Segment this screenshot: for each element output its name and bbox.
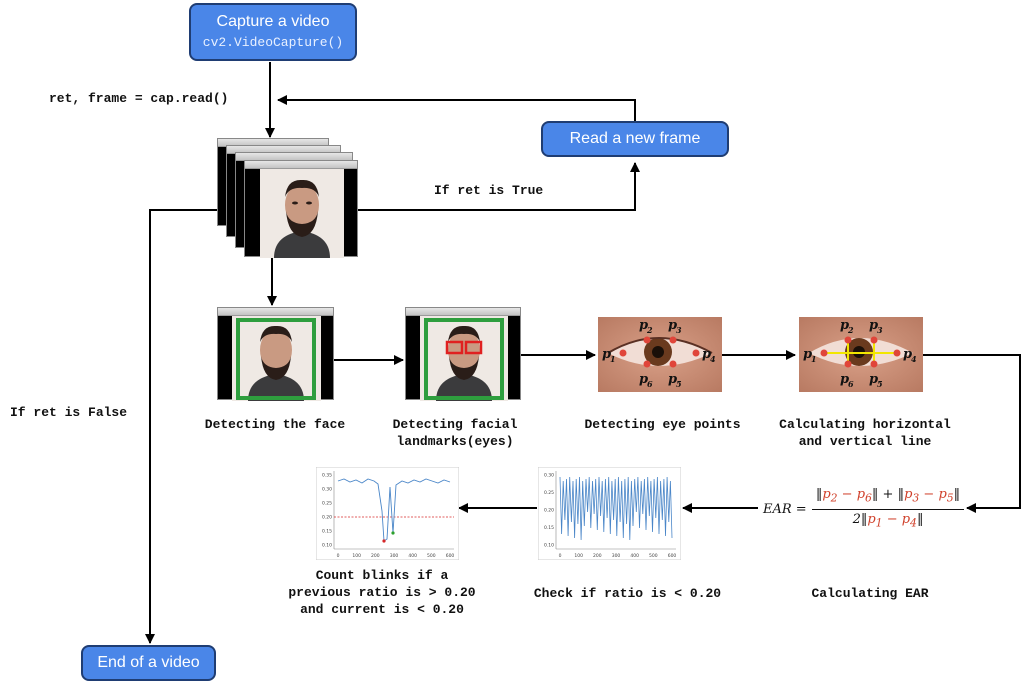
x-tick-label: 600	[446, 553, 455, 559]
x-tick-label: 0	[337, 553, 340, 559]
count-blinks-label-2: previous ratio is > 0.20	[288, 585, 476, 600]
eye-lines-photo: p1 p2 p3 p4 p5 p6	[799, 317, 923, 392]
svg-text:5: 5	[676, 379, 682, 389]
y-tick-label: 0.25	[322, 501, 332, 507]
eye-point-p4: p	[702, 347, 711, 362]
x-tick-label: 100	[574, 553, 583, 559]
landmark-detection-photo	[420, 316, 508, 401]
read-call-label: ret, frame = cap.read()	[49, 91, 229, 106]
svg-text:p: p	[903, 347, 912, 362]
eye-point-p2: p	[639, 318, 648, 333]
detect-landmarks-label-1: Detecting facial	[392, 417, 518, 432]
blink-point	[382, 539, 386, 543]
x-tick-label: 0	[559, 553, 562, 559]
svg-text:p: p	[869, 372, 878, 387]
ret-true-label: If ret is True	[434, 183, 544, 198]
x-tick-label: 200	[593, 553, 602, 559]
calc-lines-label-1: Calculating horizontal	[779, 417, 951, 432]
eye-point-p1: p	[602, 347, 611, 362]
blink-point	[391, 531, 395, 535]
y-tick-label: 0.10	[544, 543, 554, 549]
y-tick-label: 0.15	[544, 525, 554, 531]
end-of-video-box: End of a video	[81, 645, 216, 681]
y-tick-label: 0.20	[544, 508, 554, 514]
arrow-lines-to-ear	[923, 354, 1021, 513]
detect-face-label: Detecting the face	[204, 417, 346, 432]
x-tick-label: 300	[390, 553, 399, 559]
face-photo	[260, 169, 344, 258]
y-tick-label: 0.30	[544, 473, 554, 479]
arrow-frames-to-read	[357, 162, 640, 211]
svg-text:p: p	[840, 318, 849, 333]
y-tick-label: 0.30	[322, 487, 332, 493]
eye-point-p5: p	[668, 372, 677, 387]
x-tick-label: 100	[352, 553, 361, 559]
svg-text:4: 4	[710, 354, 716, 364]
y-tick-label: 0.10	[322, 543, 332, 549]
face-bounding-box	[236, 318, 316, 400]
svg-text:6: 6	[647, 379, 653, 389]
face-detection-photo	[232, 316, 321, 401]
eye-point-p3: p	[668, 318, 677, 333]
x-tick-label: 400	[408, 553, 417, 559]
svg-text:2: 2	[847, 325, 854, 335]
blink-count-chart: 0 100 200 300 400 500 600 0.35 0.30 0.25 0.20 0.15 0…	[316, 467, 459, 560]
ear-formula-fraction-line	[812, 509, 964, 510]
capture-video-title: Capture a video	[216, 13, 330, 30]
svg-text:1: 1	[610, 354, 616, 364]
eye-point-p6: p	[639, 372, 648, 387]
ear-signal-line	[559, 476, 673, 541]
ret-false-label: If ret is False	[10, 405, 128, 420]
eye-points-photo: p1 p2 p3 p4 p5 p6	[598, 317, 722, 392]
landmark-detection-window	[405, 307, 521, 401]
svg-text:3: 3	[877, 325, 883, 335]
y-tick-label: 0.15	[322, 529, 332, 535]
ear-signal-chart: 0 100 200 300 400 500 600 0.30 0.25 0.20 0.15 0.10	[538, 467, 681, 560]
right-eye-box	[464, 340, 483, 355]
face-bounding-box	[424, 318, 504, 400]
calc-lines-label-2: and vertical line	[798, 434, 932, 449]
left-eye-box	[445, 340, 464, 355]
capture-video-box: Capture a video cv2.VideoCapture()	[189, 3, 357, 61]
frame-window-front	[244, 160, 358, 258]
x-tick-label: 500	[649, 553, 658, 559]
blink-signal-line	[337, 478, 451, 542]
arrow-ret-false	[145, 209, 217, 644]
arrow-read-loop	[277, 95, 636, 123]
count-blinks-label-1: Count blinks if a	[315, 568, 449, 583]
detect-landmarks-label-2: landmarks(eyes)	[396, 434, 514, 449]
ear-formula-denominator: 2‖p1 − p4‖	[852, 512, 924, 530]
x-tick-label: 300	[612, 553, 621, 559]
calc-ear-label: Calculating EAR	[811, 586, 929, 601]
svg-text:6: 6	[848, 379, 854, 389]
svg-text:2: 2	[646, 325, 653, 335]
read-new-frame-label: Read a new frame	[569, 130, 701, 147]
y-tick-label: 0.20	[322, 515, 332, 521]
capture-video-code: cv2.VideoCapture()	[202, 35, 344, 50]
ear-formula-lhs: EAR =	[763, 502, 807, 517]
x-tick-label: 500	[427, 553, 436, 559]
ear-formula-numerator: ‖p2 − p6‖ + ‖p3 − p5‖	[815, 487, 961, 505]
y-tick-label: 0.25	[544, 490, 554, 496]
svg-text:p: p	[840, 372, 849, 387]
detect-eye-points-label: Detecting eye points	[584, 417, 741, 432]
face-detection-window	[217, 307, 334, 401]
svg-text:p: p	[803, 347, 812, 362]
read-new-frame-box: Read a new frame	[541, 121, 729, 157]
y-tick-label: 0.35	[322, 473, 332, 479]
end-of-video-label: End of a video	[97, 654, 200, 671]
x-tick-label: 600	[668, 553, 677, 559]
x-tick-label: 200	[371, 553, 380, 559]
svg-text:p: p	[869, 318, 878, 333]
svg-text:4: 4	[911, 354, 917, 364]
svg-text:5: 5	[877, 379, 883, 389]
count-blinks-label-3: and current is < 0.20	[300, 602, 464, 617]
check-ratio-label: Check if ratio is < 0.20	[533, 586, 722, 601]
x-tick-label: 400	[630, 553, 639, 559]
svg-text:3: 3	[676, 325, 682, 335]
svg-text:1: 1	[811, 354, 817, 364]
